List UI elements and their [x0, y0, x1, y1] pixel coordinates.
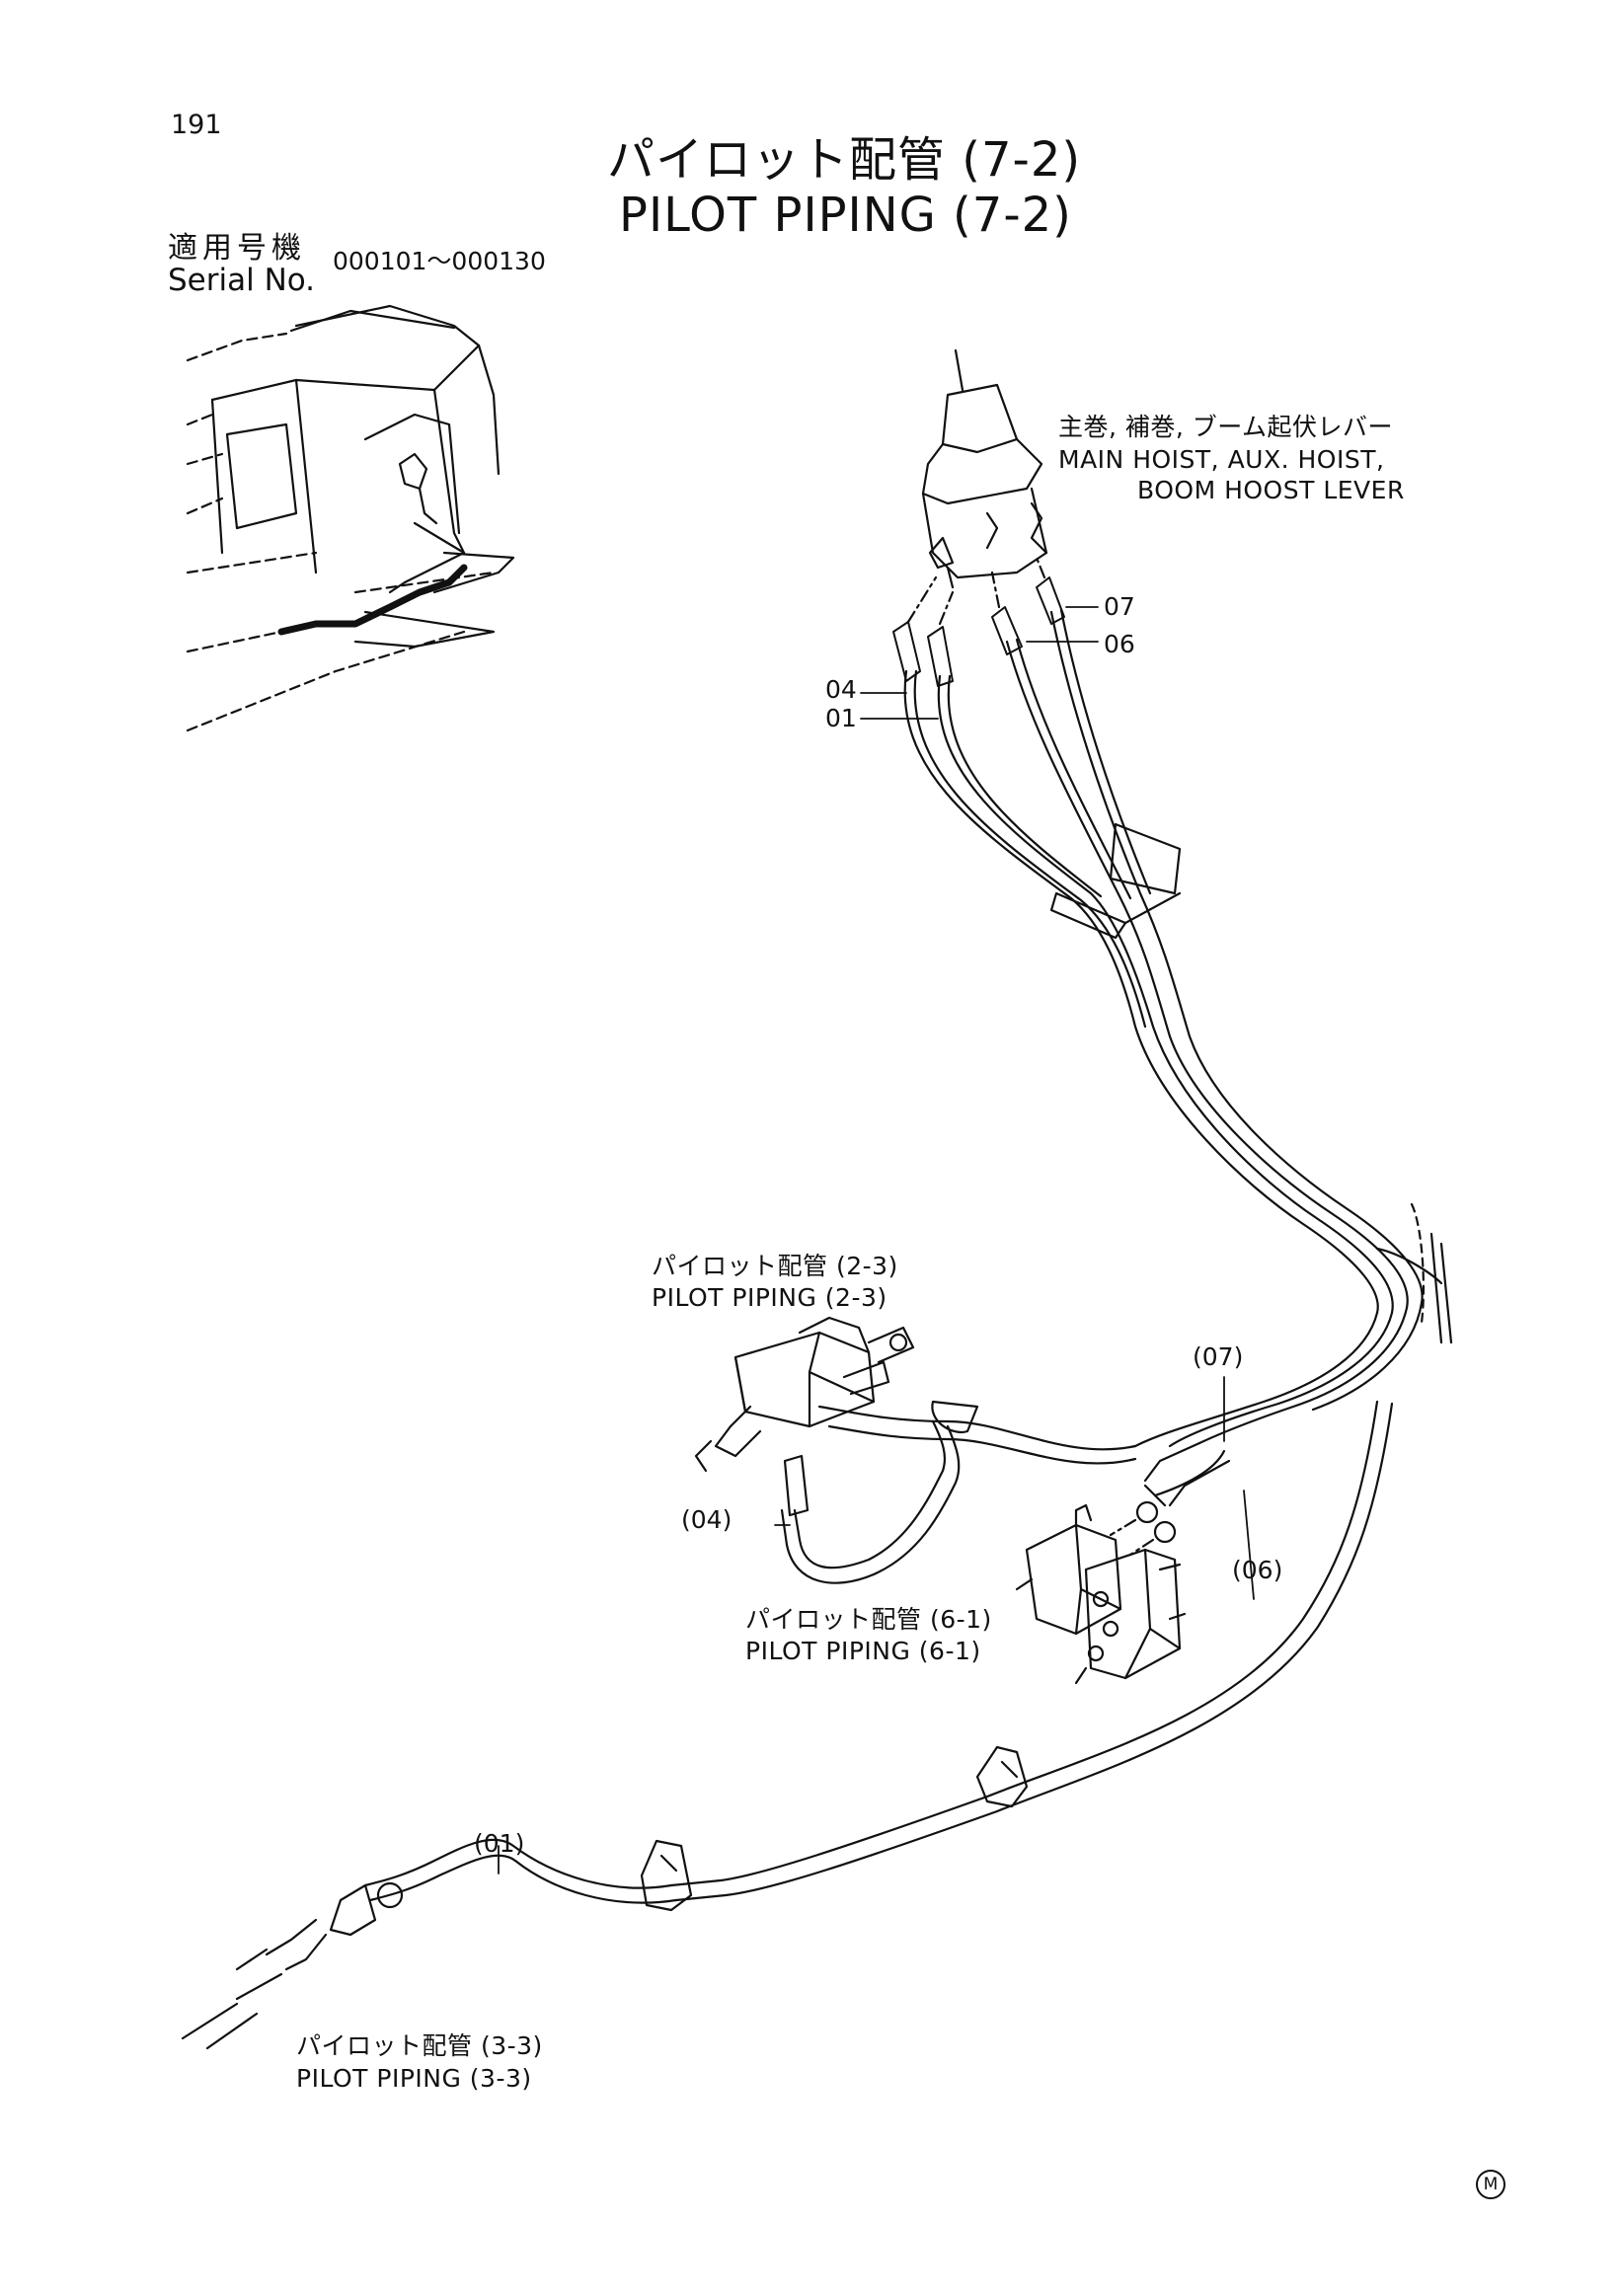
- part-ref-01-paren: (01): [474, 1829, 525, 1858]
- ref-6-1-jp: パイロット配管 (6-1): [745, 1605, 992, 1634]
- part-ref-07-paren: (07): [1193, 1342, 1244, 1371]
- ref-2-3-en: PILOT PIPING (2-3): [652, 1283, 887, 1312]
- hose-04: [780, 1400, 1137, 1584]
- serial-label-en: Serial No.: [168, 263, 316, 298]
- hose-07-06: [1109, 1441, 1231, 1557]
- part-ref-06-paren: (06): [1232, 1556, 1283, 1584]
- cab-inset-illustration: [186, 304, 515, 732]
- valve-block-6-1: [1015, 1503, 1187, 1685]
- lever-callout-jp: 主巻, 補巻, ブーム起伏レバー: [1058, 413, 1394, 441]
- title-jp: パイロット配管 (7-2): [607, 132, 1082, 188]
- part-ref-01: 01: [825, 704, 857, 732]
- lever-callout-en-2: BOOM HOOST LEVER: [1137, 476, 1405, 504]
- hose-01: [181, 1400, 1394, 2050]
- ref-6-1-en: PILOT PIPING (6-1): [745, 1637, 981, 1665]
- lever-unit: [921, 348, 1048, 589]
- ref-3-3-en: PILOT PIPING (3-3): [296, 2064, 532, 2093]
- m-mark-letter: M: [1483, 2175, 1499, 2194]
- callout-leaders: [498, 606, 1255, 1875]
- part-ref-07: 07: [1104, 592, 1135, 621]
- m-mark: M: [1476, 2170, 1505, 2199]
- part-ref-04: 04: [825, 675, 857, 704]
- serial-label-jp: 適用号機: [168, 231, 306, 266]
- ref-3-3-jp: パイロット配管 (3-3): [296, 2031, 543, 2060]
- valve-block-2-3: [694, 1316, 915, 1473]
- part-ref-06: 06: [1104, 630, 1135, 658]
- title-en: PILOT PIPING (7-2): [619, 188, 1072, 243]
- page-number: 191: [171, 110, 222, 140]
- lever-callout-en-1: MAIN HOIST, AUX. HOIST,: [1058, 445, 1385, 474]
- part-ref-04-paren: (04): [681, 1505, 733, 1534]
- hose-bundle: [892, 556, 1453, 1448]
- ref-2-3-jp: パイロット配管 (2-3): [652, 1252, 898, 1280]
- serial-range: 000101～000130: [333, 247, 546, 275]
